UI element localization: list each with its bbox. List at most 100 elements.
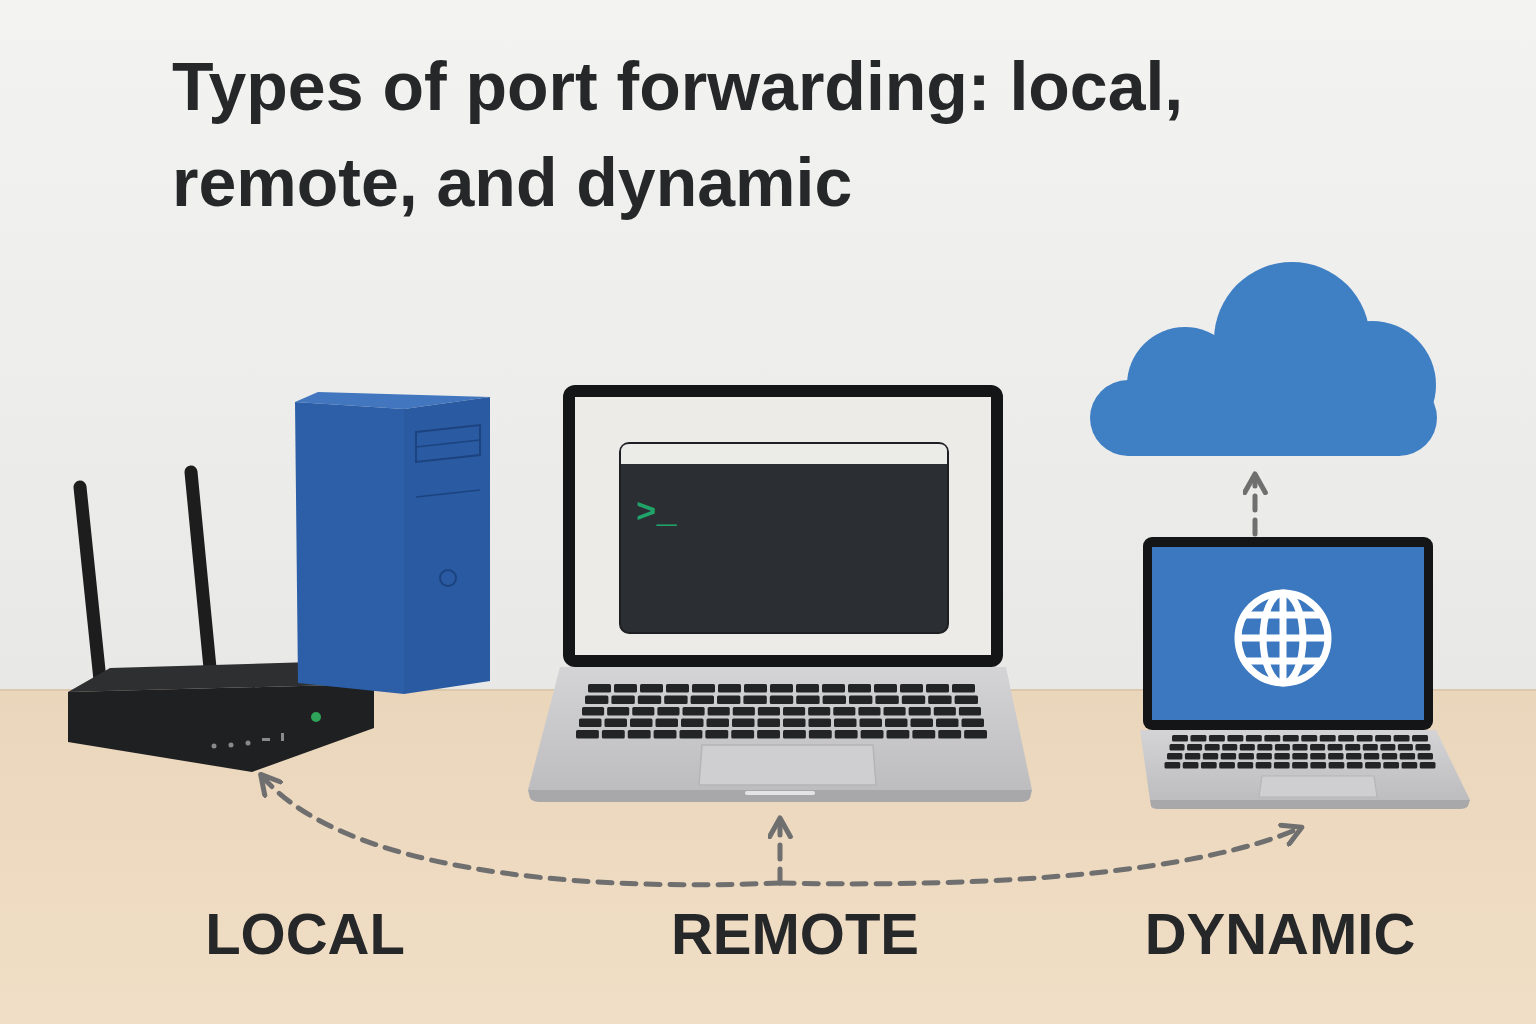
key — [1347, 762, 1363, 769]
key — [732, 719, 755, 728]
key — [1383, 762, 1399, 769]
key — [912, 730, 935, 739]
key — [585, 696, 608, 705]
arrow-dynamic — [780, 828, 1300, 884]
key — [1292, 744, 1307, 751]
key — [1167, 753, 1182, 760]
key — [1301, 735, 1317, 742]
type-label: REMOTE — [595, 900, 995, 967]
key — [614, 684, 637, 693]
key — [860, 719, 883, 728]
key — [962, 719, 985, 728]
key — [887, 730, 910, 739]
key — [911, 719, 934, 728]
key — [1394, 735, 1410, 742]
terminal-titlebar — [621, 444, 947, 464]
key — [952, 684, 975, 693]
small-keyboard — [1165, 735, 1436, 769]
key — [757, 730, 780, 739]
key — [1310, 753, 1325, 760]
key — [1310, 762, 1326, 769]
key — [1415, 744, 1430, 751]
key — [822, 684, 845, 693]
key — [1274, 753, 1289, 760]
key — [900, 684, 923, 693]
key — [808, 707, 830, 716]
tower-side — [295, 402, 404, 694]
key — [656, 719, 679, 728]
router-led — [212, 744, 217, 749]
key — [1257, 753, 1272, 760]
key — [692, 684, 715, 693]
key — [611, 696, 634, 705]
key — [683, 707, 705, 716]
key — [796, 684, 819, 693]
dashed-arrows — [262, 476, 1300, 885]
key — [823, 696, 846, 705]
key — [654, 730, 677, 739]
laptop-bezel — [563, 385, 1003, 667]
key — [1274, 762, 1290, 769]
key — [1402, 762, 1418, 769]
key — [1240, 744, 1255, 751]
terminal-window — [620, 443, 948, 633]
key — [848, 684, 871, 693]
keyboard — [576, 684, 987, 739]
tower-front — [404, 397, 490, 694]
router-antenna — [80, 487, 100, 680]
key — [928, 696, 951, 705]
key — [1400, 753, 1415, 760]
key — [758, 707, 780, 716]
key — [632, 707, 654, 716]
key — [1185, 753, 1200, 760]
key — [1380, 744, 1395, 751]
key — [783, 707, 805, 716]
key — [1205, 744, 1220, 751]
key — [664, 696, 687, 705]
key — [657, 707, 679, 716]
key — [1346, 753, 1361, 760]
router-led — [262, 738, 270, 741]
key — [770, 696, 793, 705]
key — [1310, 744, 1325, 751]
key — [1363, 744, 1378, 751]
key — [849, 696, 872, 705]
key — [1187, 744, 1202, 751]
key — [874, 684, 897, 693]
key — [770, 684, 793, 693]
key — [1329, 762, 1345, 769]
key — [744, 684, 767, 693]
key — [630, 719, 653, 728]
key — [1219, 762, 1235, 769]
small-laptop-lip — [1150, 800, 1470, 809]
key — [1264, 735, 1280, 742]
key — [582, 707, 604, 716]
key — [1165, 762, 1181, 769]
key — [1203, 753, 1218, 760]
power-button — [440, 570, 456, 586]
key — [705, 730, 728, 739]
key — [1183, 762, 1199, 769]
arrow-remote — [778, 820, 783, 883]
key — [640, 684, 663, 693]
key — [588, 684, 611, 693]
key — [926, 684, 949, 693]
key — [875, 696, 898, 705]
drive-bay-line — [416, 440, 480, 447]
key — [666, 684, 689, 693]
key — [1292, 753, 1307, 760]
router-led — [229, 743, 234, 748]
trackpad — [699, 745, 876, 785]
key — [834, 719, 857, 728]
key — [680, 730, 703, 739]
key — [796, 696, 819, 705]
key — [1172, 735, 1188, 742]
arrow-local — [262, 776, 780, 885]
laptop-base — [528, 667, 1032, 790]
key — [1257, 744, 1272, 751]
small-trackpad — [1259, 776, 1377, 797]
laptop-screen — [575, 397, 991, 655]
type-label: DYNAMIC — [1080, 900, 1480, 967]
key — [1201, 762, 1217, 769]
key — [1209, 735, 1225, 742]
